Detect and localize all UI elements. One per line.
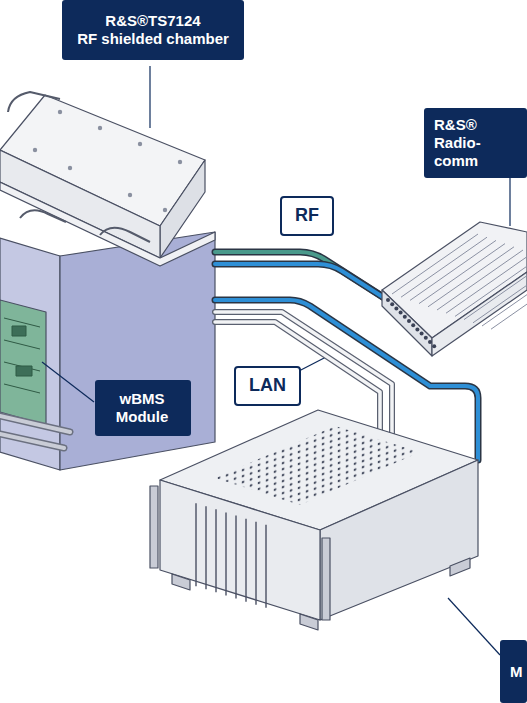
cooling-fin: [482, 266, 527, 326]
label-text: M: [510, 663, 517, 681]
connector-port: [415, 327, 419, 331]
module-slot: [245, 519, 246, 602]
module-slot: [225, 512, 226, 595]
signal-label: LAN: [234, 366, 301, 406]
module-slot: [265, 525, 266, 608]
product-label: R&S® Radio-comm: [424, 108, 527, 178]
module-slot: [255, 522, 256, 605]
connector-port: [407, 319, 411, 323]
cooling-fin: [392, 234, 478, 294]
connector-port: [420, 332, 424, 336]
cooling-fin: [428, 247, 514, 307]
cooling-fin: [410, 240, 496, 300]
signal-label: RF: [280, 196, 334, 236]
connector-port: [386, 298, 390, 302]
module-slot: [205, 506, 206, 589]
shielded-chamber: [0, 92, 215, 470]
connector-port: [424, 336, 428, 340]
product-label: R&S®TS7124RF shielded chamber: [62, 0, 244, 60]
label-text: R&S® Radio-comm: [434, 116, 517, 170]
connector-port: [399, 311, 403, 315]
label-text: wBMS Module: [105, 390, 179, 426]
label-text: R&S®TS7124: [76, 12, 230, 30]
cooling-fin: [437, 250, 523, 310]
connector-port: [403, 315, 407, 319]
rack-instrument: [150, 410, 478, 630]
connector-port: [428, 340, 432, 344]
connector-port: [390, 302, 394, 306]
module-label: wBMS Module: [95, 380, 191, 436]
cooling-fin: [491, 269, 527, 329]
cooling-fin: [419, 244, 505, 304]
radio-tester: [382, 222, 527, 356]
product-label: M: [500, 640, 527, 703]
connector-port: [432, 344, 436, 348]
module-slot: [195, 503, 196, 586]
cooling-fin: [401, 237, 487, 297]
label-text: RF: [294, 205, 320, 227]
connector-port: [411, 323, 415, 327]
connector-port: [394, 306, 398, 310]
cooling-fin: [455, 256, 527, 316]
module-slot: [235, 516, 236, 599]
module-slot: [215, 509, 216, 592]
label-text: LAN: [248, 375, 287, 397]
label-text: RF shielded chamber: [76, 30, 230, 48]
